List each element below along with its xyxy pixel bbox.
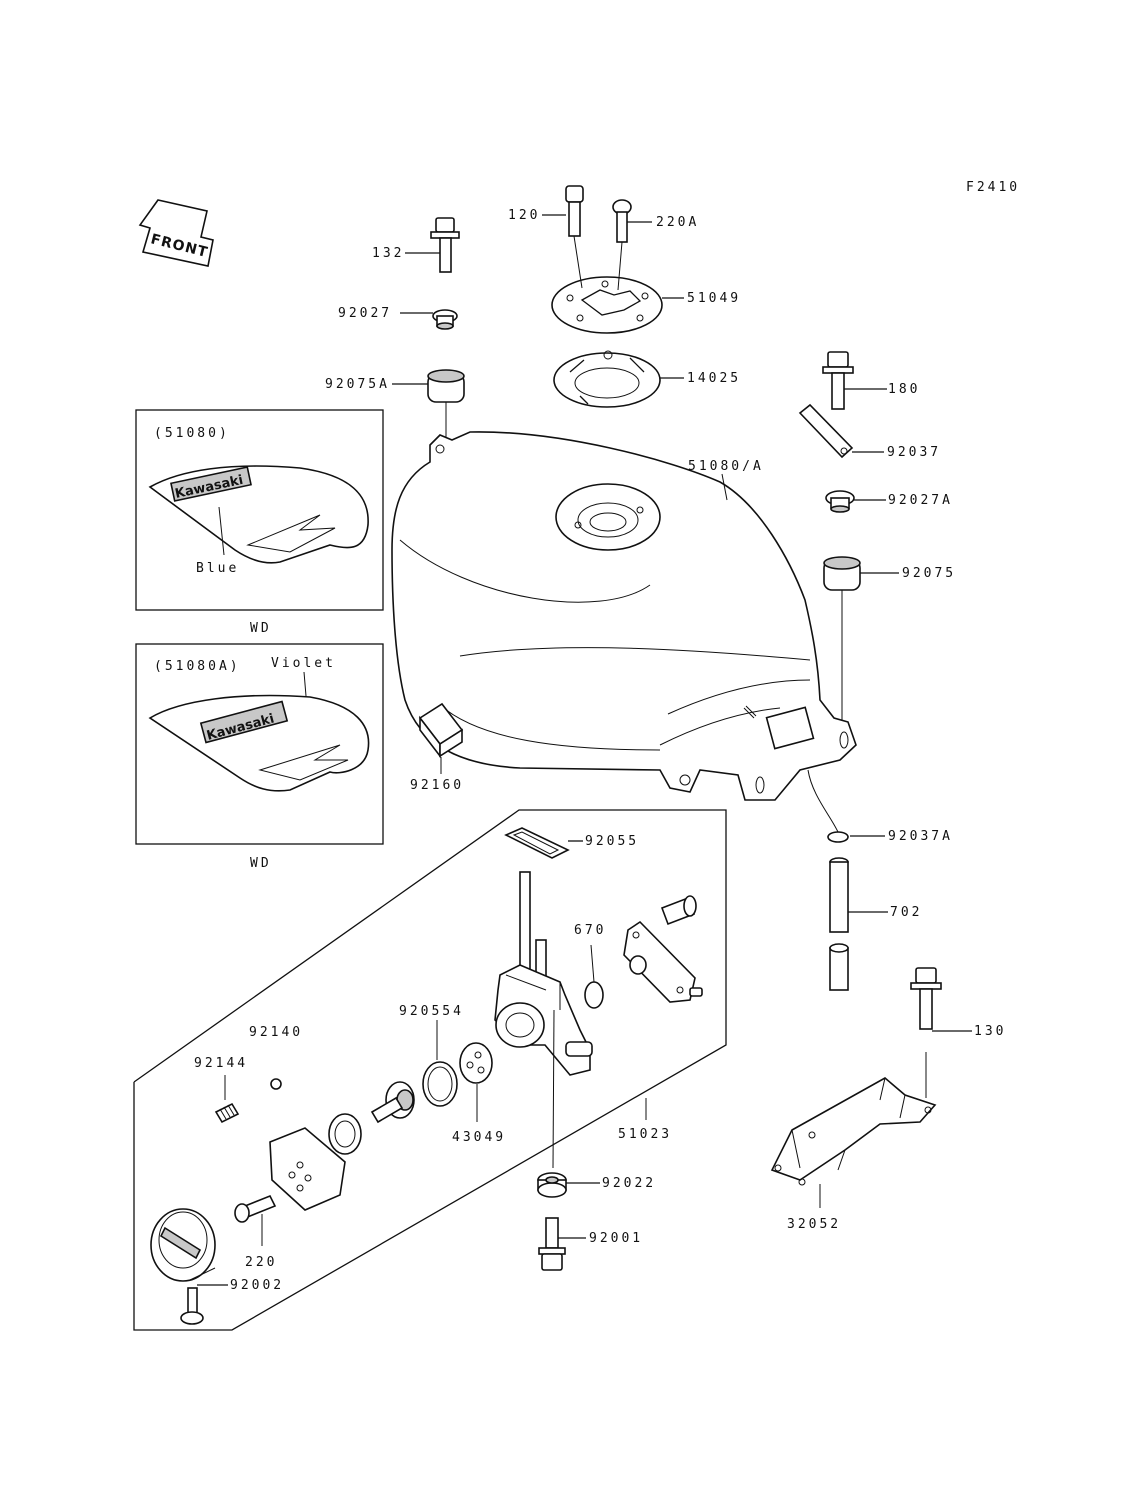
damper-92075: 92075 (823, 556, 956, 725)
variant-box-51080: (51080) Kawasaki Blue WD (135, 409, 384, 636)
gasket-92055: 92055 (504, 827, 639, 859)
fuel-cap-51049: 51049 (551, 235, 741, 334)
o-ring-670: 670 (574, 923, 606, 1009)
figure-code: F2410 (966, 180, 1020, 195)
part-label-92160: 92160 (410, 778, 464, 793)
valve-lever (370, 1081, 415, 1124)
cap-base-plate-14025: 14025 (553, 350, 741, 408)
part-label-43049: 43049 (452, 1130, 506, 1145)
part-label-92022: 92022 (602, 1176, 656, 1191)
cushion-92160: 92160 (410, 702, 464, 793)
bolt-92001: 92001 (538, 1217, 643, 1271)
variant-color-51080: Blue (196, 561, 239, 576)
bolt-120: 120 (508, 185, 584, 237)
part-label-220a: 220A (656, 215, 699, 230)
bracket-32052: 32052 (770, 1077, 937, 1232)
valve-knob (150, 1208, 216, 1282)
bolt-130: 130 (910, 967, 1006, 1098)
part-label-51023: 51023 (618, 1127, 672, 1142)
gasket-43049: 43049 (452, 1042, 506, 1145)
part-label-51049: 51049 (687, 291, 741, 306)
part-label-92144: 92144 (194, 1056, 248, 1071)
variant-color-51080a: Violet (271, 656, 336, 671)
variant-box-51080a: (51080A) Violet Kawasaki WD (135, 643, 384, 871)
part-label-130: 130 (974, 1024, 1006, 1039)
screw-220: 220 (234, 1194, 277, 1270)
collar-92027a: 92027A (825, 490, 953, 513)
part-label-180: 180 (888, 382, 920, 397)
part-label-220: 220 (245, 1255, 277, 1270)
variant-market-51080a: WD (250, 856, 272, 871)
seal-ring (328, 1113, 362, 1155)
fuel-cock-body (494, 871, 593, 1169)
fuel-cock-cover (623, 920, 703, 1003)
ball-92140: 92140 (249, 1025, 303, 1090)
fuel-cock-assembly-box (133, 809, 727, 1331)
screw-220a: 220A (612, 199, 699, 243)
part-label-92037a: 92037A (888, 829, 953, 844)
part-label-920554: 920554 (399, 1004, 464, 1019)
variant-market-51080: WD (250, 621, 272, 636)
variant-code-51080: (51080) (154, 426, 230, 441)
part-label-92075: 92075 (902, 566, 956, 581)
part-label-670: 670 (574, 923, 606, 938)
front-direction-arrow-icon: FRONT (138, 199, 214, 267)
fuel-cock-assy-label: 51023 (618, 1098, 672, 1142)
part-label-702: 702 (890, 905, 922, 920)
part-label-92055: 92055 (585, 834, 639, 849)
hose-702: 702 (829, 857, 922, 991)
collar-92027: 92027 (338, 306, 458, 330)
part-label-51080a: 51080/A (688, 459, 764, 474)
part-label-14025: 14025 (687, 371, 741, 386)
part-label-92140: 92140 (249, 1025, 303, 1040)
o-ring-920554: 920554 (399, 1004, 464, 1107)
screw-92002: 92002 (180, 1278, 284, 1325)
part-label-92037: 92037 (887, 445, 941, 460)
part-label-92001: 92001 (589, 1231, 643, 1246)
spring-92144: 92144 (194, 1056, 248, 1124)
part-label-132: 132 (372, 246, 404, 261)
damper-92075a: 92075A (325, 369, 465, 403)
strap-92037: 92037 (798, 403, 941, 460)
variant-code-51080a: (51080A) (154, 659, 241, 674)
part-label-32052: 32052 (787, 1217, 841, 1232)
part-label-92027: 92027 (338, 306, 392, 321)
fuel-tank-51080a: 51080/A (391, 402, 857, 801)
washer-92022: 92022 (537, 1172, 656, 1198)
clip-92037a: 92037A (807, 769, 953, 844)
bolt-180: 180 (822, 351, 920, 410)
valve-plate (269, 1127, 346, 1211)
part-label-120: 120 (508, 208, 540, 223)
part-label-92075a: 92075A (325, 377, 390, 392)
bolt-132: 132 (372, 217, 460, 273)
part-label-92002: 92002 (230, 1278, 284, 1293)
cover-screw (660, 895, 697, 926)
part-label-92027a: 92027A (888, 493, 953, 508)
